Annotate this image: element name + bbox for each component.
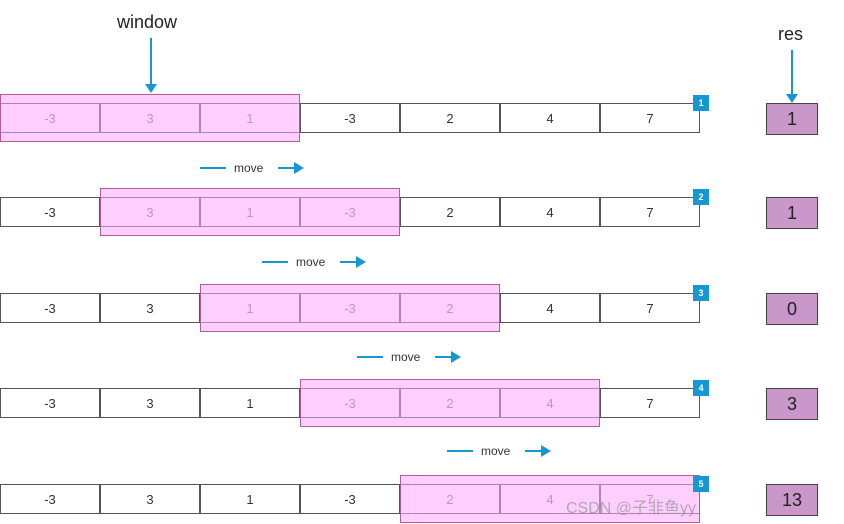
move-label: move [481,444,511,458]
move-line-left [200,167,226,169]
csdn-watermark: CSDN @子非鱼yy [566,500,697,517]
array-cell: -3 [0,293,100,323]
array-cell: 7 [600,293,700,323]
move-line-right [525,450,543,452]
move-line-left [357,356,383,358]
array-cell: 3 [100,484,200,514]
window-pointer-arrowhead [145,84,157,93]
step-badge: 4 [693,380,709,396]
move-line-right [435,356,453,358]
step-badge: 5 [693,476,709,492]
res-value-box: 0 [766,293,818,325]
window-highlight [200,284,500,332]
window-pointer-line [150,38,152,84]
move-arrowhead [294,162,304,174]
res-pointer-arrowhead [786,94,798,103]
move-arrowhead [451,351,461,363]
window-highlight [400,475,700,523]
step-badge: 2 [693,189,709,205]
move-arrow: move [262,255,372,269]
array-cell: -3 [0,197,100,227]
array-cell: 2 [400,197,500,227]
array-cell: 3 [100,388,200,418]
move-arrowhead [541,445,551,457]
window-highlight [300,379,600,427]
array-cell: 7 [600,197,700,227]
array-cell: 4 [500,293,600,323]
array-cell: -3 [300,484,400,514]
window-label: window [117,12,178,32]
step-badge: 1 [693,95,709,111]
move-label: move [391,350,421,364]
move-line-left [447,450,473,452]
move-line-right [340,261,358,263]
array-cell: 3 [100,293,200,323]
move-label: move [234,161,264,175]
array-cell: 7 [600,388,700,418]
step-badge: 3 [693,285,709,301]
res-label: res [778,24,804,44]
move-arrow: move [357,350,467,364]
window-highlight [100,188,400,236]
move-line-right [278,167,296,169]
res-value-box: 3 [766,388,818,420]
array-cell: -3 [0,388,100,418]
res-value-box: 13 [766,484,818,516]
array-cell: 4 [500,103,600,133]
array-cell: 1 [200,388,300,418]
array-cell: 1 [200,484,300,514]
array-cell: -3 [300,103,400,133]
res-value-box: 1 [766,103,818,135]
array-cell: 7 [600,103,700,133]
array-cell: 2 [400,103,500,133]
window-highlight [0,94,300,142]
res-pointer-line [791,50,793,94]
array-cell: 4 [500,197,600,227]
move-arrow: move [447,444,557,458]
array-cell: -3 [0,484,100,514]
res-value-box: 1 [766,197,818,229]
move-label: move [296,255,326,269]
move-arrow: move [200,161,310,175]
move-arrowhead [356,256,366,268]
move-line-left [262,261,288,263]
